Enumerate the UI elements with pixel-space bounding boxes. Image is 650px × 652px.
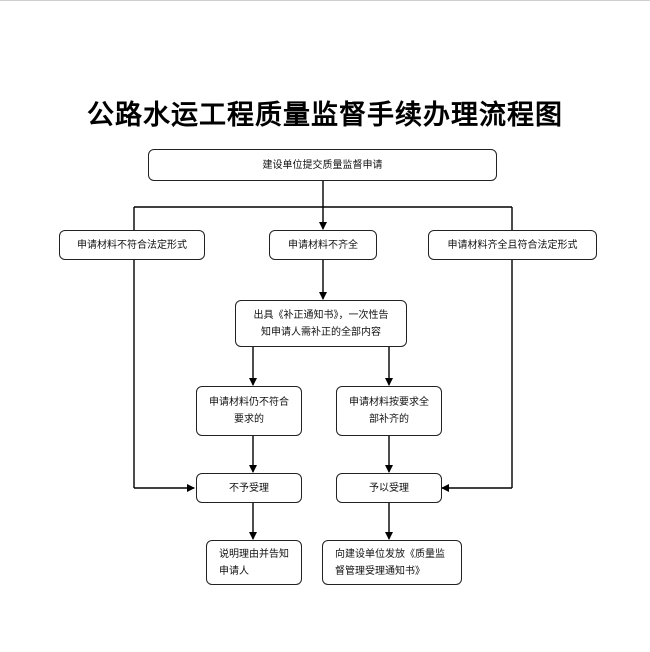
explain-reason-node: 说明理由并告知申请人 (206, 540, 302, 585)
reject-node: 不予受理 (196, 473, 302, 503)
supplemented-node: 申请材料按要求全部补齐的 (336, 386, 442, 436)
still-nonconforming-node: 申请材料仍不符合要求的 (196, 386, 302, 436)
correction-notice-node: 出具《补正通知书》，一次性告知申请人需补正的全部内容 (235, 300, 407, 347)
top-divider (0, 0, 650, 1)
issue-notice-node: 向建设单位发放《质量监督管理受理通知书》 (322, 540, 462, 585)
nonconforming-form-node: 申请材料不符合法定形式 (59, 230, 205, 260)
start-node: 建设单位提交质量监督申请 (148, 149, 497, 181)
page-title: 公路水运工程质量监督手续办理流程图 (87, 100, 563, 131)
incomplete-node: 申请材料不齐全 (269, 230, 377, 260)
accept-node: 予以受理 (336, 473, 442, 503)
complete-conforming-node: 申请材料齐全且符合法定形式 (428, 230, 597, 260)
